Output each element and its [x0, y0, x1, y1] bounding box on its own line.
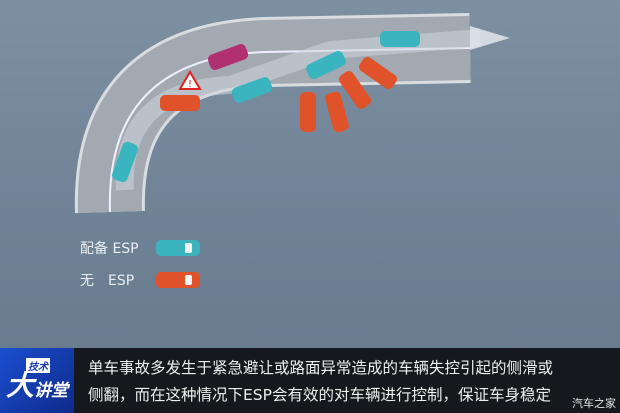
car-no-esp-icon	[156, 272, 200, 288]
svg-text:!: !	[188, 79, 192, 90]
car-esp	[231, 77, 273, 103]
legend-without-esp: 无 ESP	[80, 270, 200, 290]
car-esp	[306, 50, 346, 80]
car-esp	[380, 31, 420, 47]
cars	[112, 31, 420, 183]
car-no-esp	[338, 70, 372, 110]
car-no-esp	[300, 92, 316, 132]
car-other	[207, 44, 249, 70]
legend-with-esp: 配备 ESP	[80, 238, 200, 258]
direction-arrow-icon	[470, 26, 510, 50]
subtitle-line-1: 单车事故多发生于紧急避让或路面异常造成的车辆失控引起的侧滑或	[88, 359, 554, 377]
watermark: 汽车之家	[572, 397, 616, 410]
car-esp	[112, 141, 138, 183]
subtitle-bar: 单车事故多发生于紧急避让或路面异常造成的车辆失控引起的侧滑或 侧翻，而在这种情况…	[0, 348, 620, 413]
subtitle-line-2: 侧翻，而在这种情况下ESP会有效的对车辆进行控制，保证车身稳定	[88, 386, 551, 404]
warning-triangle-icon: !	[178, 70, 202, 90]
car-no-esp	[358, 56, 398, 90]
car-esp-icon	[156, 240, 200, 256]
road-scene: !	[74, 13, 510, 214]
car-no-esp	[160, 95, 200, 111]
show-logo: 技术 大 讲堂	[0, 348, 74, 413]
car-no-esp	[325, 91, 349, 133]
